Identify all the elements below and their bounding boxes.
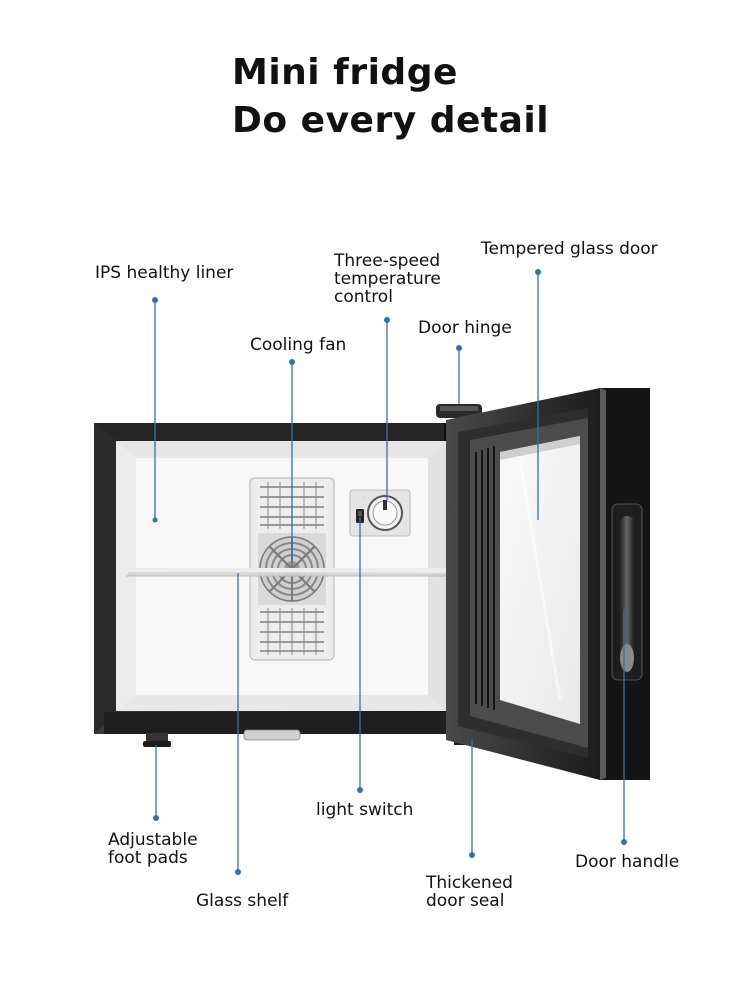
label-glass-shelf: Glass shelf (196, 891, 289, 911)
label-thickened-door-seal: Thickened door seal (426, 873, 513, 911)
glass-shelf (124, 568, 446, 577)
label-light-switch: light switch (316, 800, 414, 820)
label-adjustable-foot-pads: Adjustable foot pads (108, 830, 198, 868)
door-handle (611, 503, 643, 681)
callout-leaders (152, 269, 627, 875)
label-door-handle: Door handle (575, 852, 680, 872)
label-tempered-glass-door: Tempered glass door (481, 239, 658, 259)
label-door-hinge: Door hinge (418, 318, 512, 338)
foot-pads (143, 733, 472, 747)
title-line-2: Do every detail (232, 100, 550, 141)
label-ips-healthy-liner: IPS healthy liner (95, 263, 234, 283)
door-hinge (436, 404, 482, 418)
label-temperature-control: Three-speed temperature control (334, 251, 441, 307)
glass-door (446, 388, 650, 780)
title-line-1: Mini fridge (232, 52, 458, 93)
svg-text:·: · (364, 495, 366, 501)
temperature-control: · (349, 489, 411, 537)
light-switch (356, 509, 364, 523)
label-cooling-fan: Cooling fan (250, 335, 347, 355)
